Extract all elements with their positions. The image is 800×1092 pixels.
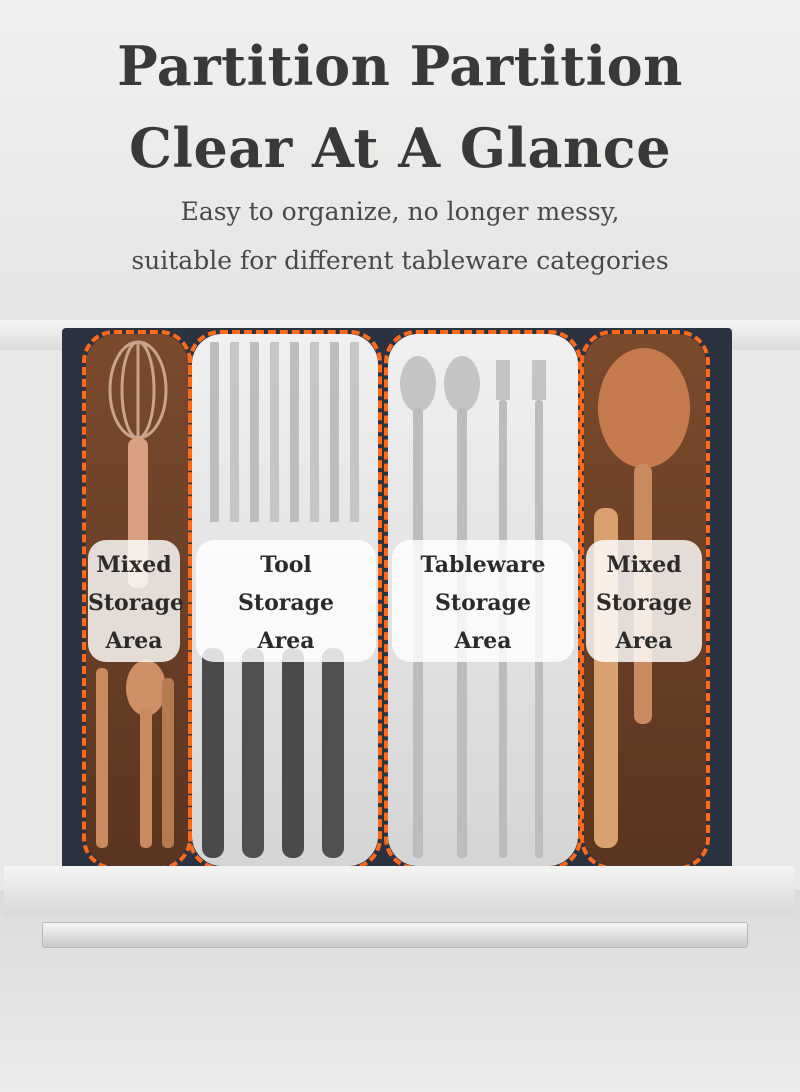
drawer-front	[4, 866, 794, 916]
headline-line-1: Partition Partition	[117, 34, 683, 98]
knife-set	[202, 342, 359, 858]
utensils-illustration	[96, 340, 690, 858]
rose-gold-cutlery-left	[96, 660, 174, 848]
background-wall	[0, 0, 800, 330]
background-cabinet	[0, 890, 800, 1092]
headline-line-2: Clear At A Glance	[128, 116, 672, 180]
drawer-handle	[42, 922, 748, 948]
subtitle-line-1: Easy to organize, no longer messy,	[180, 197, 620, 226]
subtitle-line-2: suitable for different tableware categor…	[131, 246, 669, 275]
